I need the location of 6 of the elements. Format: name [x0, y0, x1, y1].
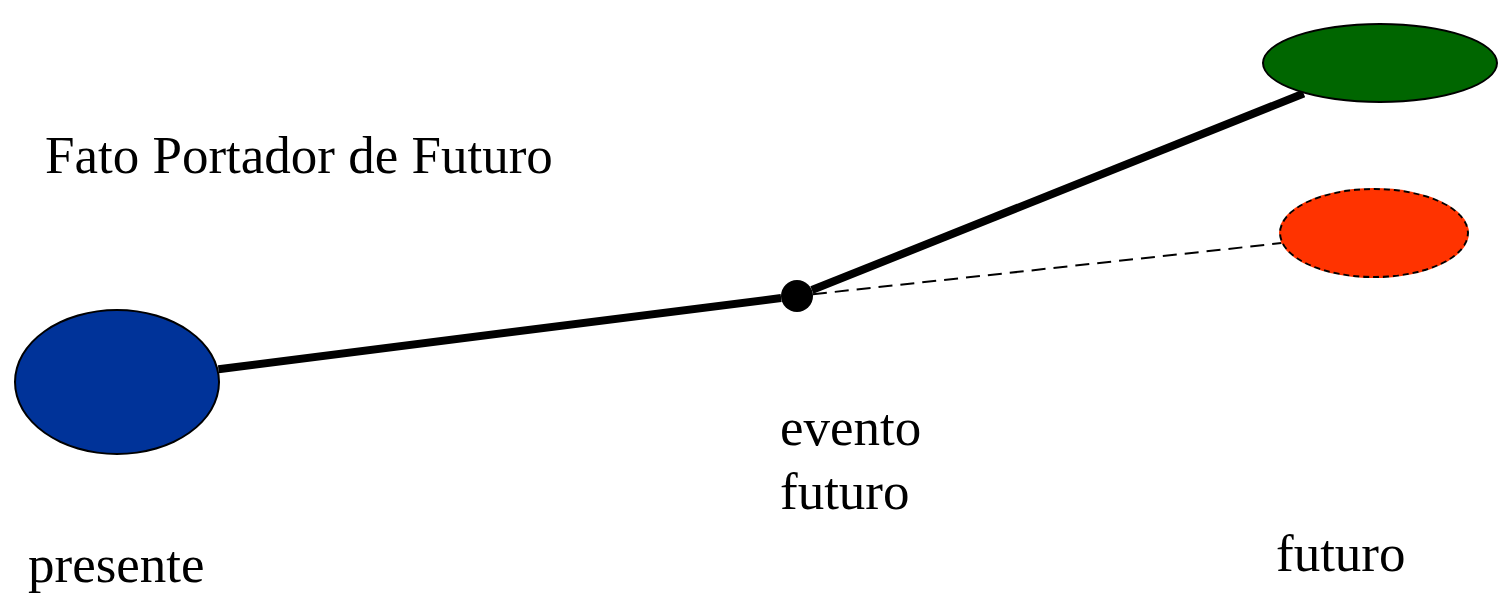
- title: Fato Portador de Futuro: [45, 125, 553, 186]
- text-label: futuro: [1276, 523, 1406, 584]
- connector-line: [217, 294, 782, 374]
- connector-line: [810, 89, 1306, 294]
- node-caption: evento futuro: [780, 397, 923, 522]
- node-caption: presente: [28, 534, 206, 595]
